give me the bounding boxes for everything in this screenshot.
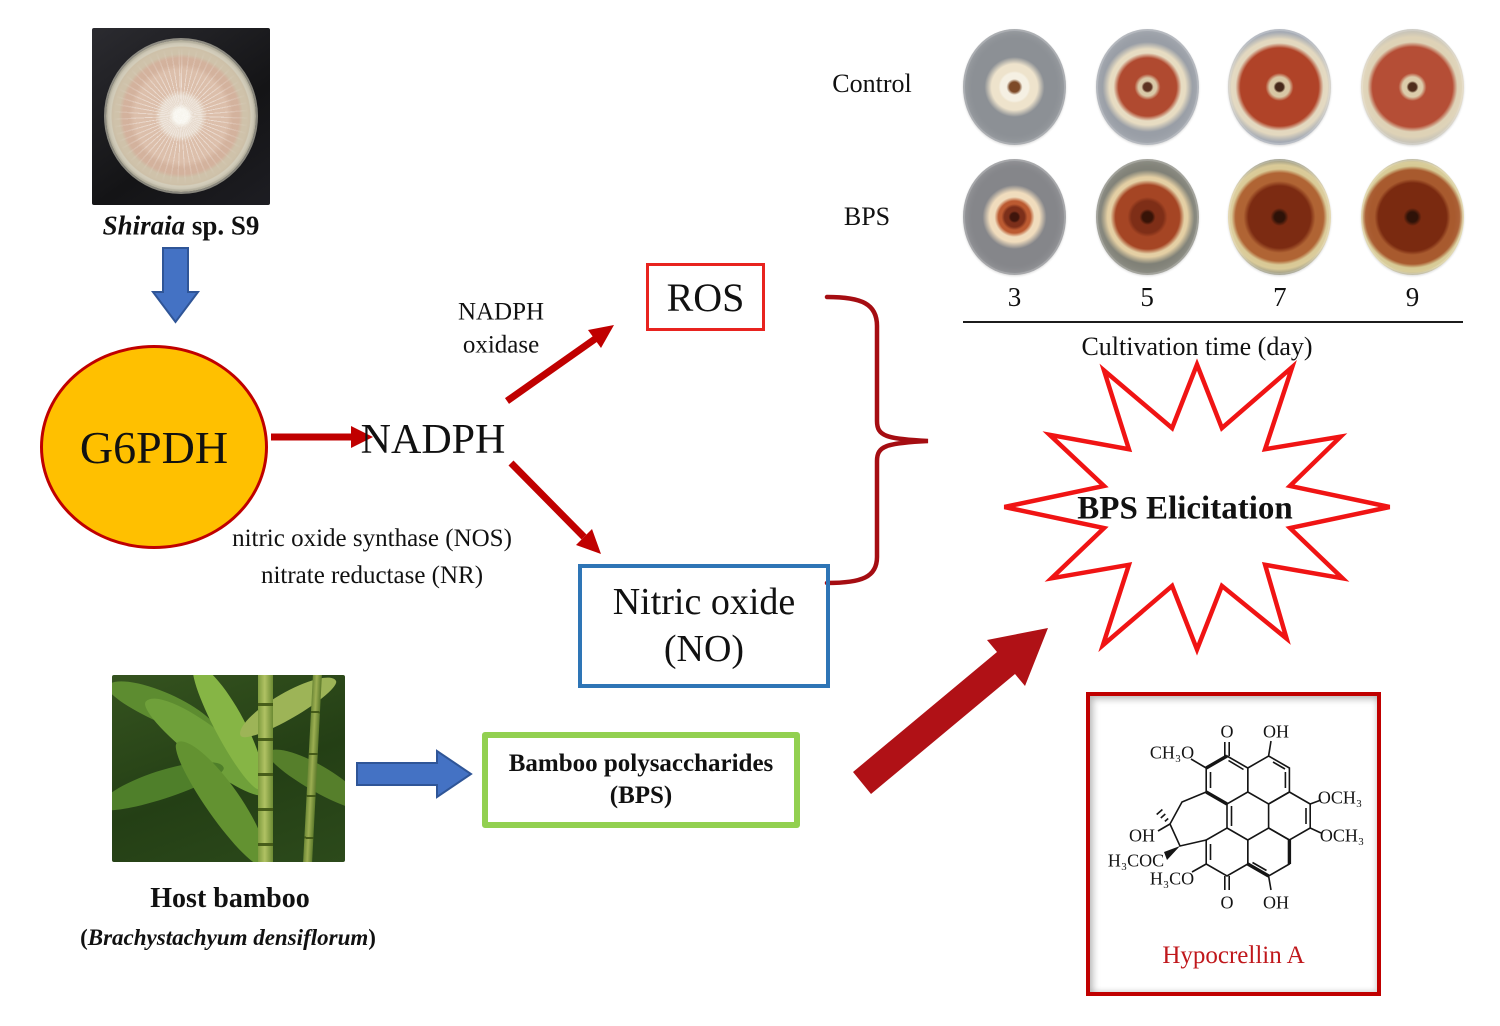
g6pdh-label: G6PDH [79, 421, 229, 473]
day-9: 9 [1405, 282, 1420, 312]
hypocrellin-structure [1156, 740, 1322, 891]
day-labels: 3 5 7 9 [963, 282, 1464, 313]
petri-dish [1360, 29, 1464, 145]
petri-dish [1095, 159, 1199, 275]
host-bamboo-label: Host bamboo [150, 883, 310, 914]
nadph-no-arrow [508, 460, 587, 540]
hypocrellin-box: O OH CH₃O OCH₃ OCH₃ OH H₃COC H₃CO O OH H… [1086, 692, 1381, 996]
down-arrow-icon [151, 247, 200, 324]
chem-oh-top: OH [1263, 721, 1289, 742]
petri-dish [963, 29, 1066, 145]
bps-box: Bamboo polysaccharides (BPS) [482, 732, 800, 828]
bps-row-label: BPS [843, 202, 891, 231]
petri-dish [1228, 159, 1332, 275]
nadph-no-arrowhead [576, 529, 601, 554]
nitric-oxide-label: Nitric oxide [612, 580, 796, 623]
ros-label: ROS [666, 274, 745, 320]
chem-och3-upper: OCH₃ [1317, 787, 1363, 808]
nr-label: nitrate reductase (NR) [260, 562, 484, 589]
right-arrow-icon [356, 749, 473, 799]
day-7: 7 [1273, 282, 1287, 312]
shiraia-strain: sp. S9 [185, 210, 260, 241]
chem-o-top: O [1220, 721, 1234, 742]
petri-dish [1228, 29, 1332, 145]
g6pdh-node: G6PDH [40, 345, 268, 549]
chem-och3-lower: OCH₃ [1319, 825, 1365, 846]
hypocrellin-caption: Hypocrellin A [1162, 942, 1305, 969]
chem-o-bottom: O [1220, 892, 1234, 913]
time-axis-line [963, 321, 1463, 323]
petri-dish [1095, 29, 1199, 145]
bps-box-line2: (BPS) [609, 782, 673, 809]
bamboo-stalk [258, 675, 273, 862]
bamboo-photo [112, 675, 345, 862]
bps-dish-row [963, 159, 1464, 276]
brace [824, 294, 929, 586]
shiraia-genus: Shiraia [102, 210, 186, 241]
big-elicitation-arrow [853, 628, 1048, 794]
chem-h3co: H₃CO [1149, 868, 1195, 889]
time-axis-label: Cultivation time (day) [1081, 332, 1313, 361]
nadph-label: NADPH [360, 417, 506, 463]
species-name: Brachystachyum densiflorum [87, 925, 369, 950]
shiraia-photo [92, 28, 270, 205]
nitric-oxide-box: Nitric oxide (NO) [578, 564, 830, 688]
chem-acetyl: H₃COC [1107, 850, 1165, 871]
ros-box: ROS [646, 263, 765, 331]
bps-box-line1: Bamboo polysaccharides [508, 749, 774, 777]
nitric-oxide-abbrev: (NO) [663, 628, 745, 670]
petri-dish [1360, 159, 1464, 275]
control-row-label: Control [832, 69, 912, 98]
petri-dish [963, 159, 1066, 275]
nos-label: nitric oxide synthase (NOS) [232, 525, 512, 552]
control-dish-row [963, 29, 1464, 146]
leaf-shape [232, 675, 342, 745]
chem-oh-bottom: OH [1263, 892, 1289, 913]
day-3: 3 [1007, 282, 1022, 312]
bps-elicitation-label: BPS Elicitation [1077, 490, 1293, 527]
shiraia-label: Shiraia sp. S9 [103, 211, 260, 242]
host-species-label: (Brachystachyum densiflorum) [80, 925, 376, 950]
fungal-colony-dish [106, 40, 256, 192]
chem-ch3o: CH₃O [1149, 742, 1195, 763]
leaf-shape [262, 739, 345, 817]
nadph-ros-arrowhead [588, 325, 614, 348]
day-5: 5 [1140, 282, 1154, 312]
chem-oh-left: OH [1129, 825, 1155, 846]
